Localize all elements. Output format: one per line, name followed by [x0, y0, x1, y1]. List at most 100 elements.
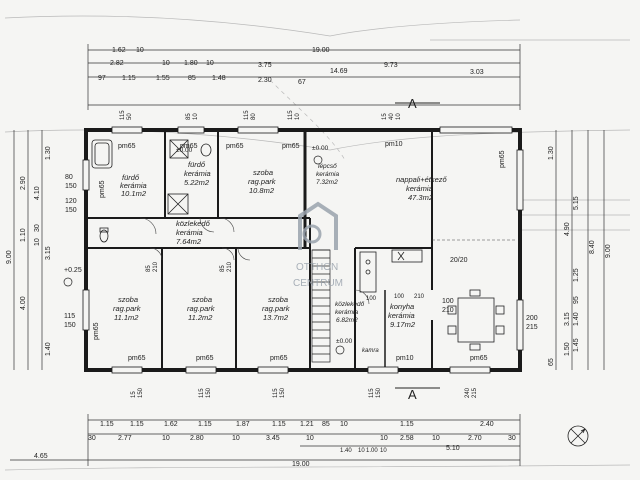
svg-text:11.2m2: 11.2m2	[188, 313, 213, 322]
svg-text:rag.park: rag.park	[113, 304, 142, 313]
svg-text:9.17m2: 9.17m2	[390, 320, 416, 329]
room-label-furdo2: fürdő kerámia 5.22m2	[184, 160, 211, 187]
top-dim-row2-3: 10	[206, 60, 214, 67]
top-dim-row3-0: 97	[98, 75, 106, 82]
top-dim-row4-7: 10	[295, 113, 301, 120]
door-swings	[139, 217, 370, 305]
room-label-szoba-top: szoba rag.park 10.8m2	[248, 168, 277, 195]
opening-label-8: 150	[64, 322, 76, 329]
top-dim-row3-2: 1.55	[156, 75, 170, 82]
top-dim-row2-4: 3.75	[258, 62, 272, 69]
opening-label-1: 80	[65, 174, 73, 181]
opening-label-9: 200	[526, 315, 538, 322]
bottom-dim-row2-6: 1.21	[300, 421, 314, 428]
bottom-dim-row1-2: 115	[199, 388, 205, 398]
right-dim-8: 3.15	[564, 312, 571, 326]
bottom-dim-row1-1: 150	[138, 387, 144, 398]
right-dim-0: 1.30	[548, 146, 555, 160]
svg-text:fürdő: fürdő	[122, 173, 140, 182]
bottom-dim-row4-3: 10	[380, 448, 387, 454]
svg-text:10.8m2: 10.8m2	[249, 186, 275, 195]
left-dim-5: 9.00	[6, 250, 13, 264]
top-dim-row4-4: 115	[244, 110, 250, 120]
bottom-dim-row2-5: 1.15	[272, 421, 286, 428]
svg-text:kerámia: kerámia	[184, 169, 211, 178]
bottom-dim-row2-7: 85	[322, 421, 330, 428]
level-label-1: ±0.00	[176, 147, 193, 154]
right-dim-6: 95	[573, 296, 580, 304]
top-dim-row2-2: 1.80	[184, 60, 198, 67]
top-dim-row4-8: 15	[382, 113, 388, 120]
svg-text:konyha: konyha	[390, 302, 414, 311]
svg-text:kerámia: kerámia	[120, 181, 147, 190]
room-label-szoba1: szoba rag.park 11.1m2	[113, 295, 142, 322]
bottom-dim-row1-9: 215	[472, 387, 478, 398]
bottom-dim-row1-0: 15	[131, 391, 137, 398]
right-dim-1: 5.15	[573, 196, 580, 210]
svg-text:lépcső: lépcső	[318, 163, 337, 170]
svg-text:szoba: szoba	[118, 295, 138, 304]
svg-text:kerámia: kerámia	[388, 311, 415, 320]
svg-text:6.82m2: 6.82m2	[336, 317, 358, 324]
bottom-dimension-lines	[10, 414, 521, 466]
svg-text:7.32m2: 7.32m2	[316, 179, 338, 186]
top-dim-row4-0: 115	[120, 110, 126, 120]
north-arrow-icon	[567, 425, 589, 447]
left-dim-0: 1.30	[45, 146, 52, 160]
svg-text:rag.park: rag.park	[262, 304, 291, 313]
top-dim-row2-5: 14.69	[330, 68, 348, 75]
opening-label-10: 215	[526, 324, 538, 331]
pm-label-1: pm65	[118, 143, 136, 150]
top-dim-row1-0: 1.62	[112, 47, 126, 54]
level-symbol	[63, 155, 345, 355]
level-label-4: ±0.00	[336, 338, 353, 345]
room-label-szoba3: szoba rag.park 13.7m2	[262, 295, 291, 322]
svg-text:13.7m2: 13.7m2	[263, 313, 289, 322]
left-dim-8: 30	[34, 224, 41, 232]
top-dim-row2-1: 10	[162, 60, 170, 67]
svg-text:10.1m2: 10.1m2	[121, 189, 147, 198]
svg-text:fürdő: fürdő	[188, 160, 206, 169]
pm-label-9: pm65	[128, 355, 146, 362]
bottom-dim-row4-0: 1.40	[340, 448, 352, 454]
opening-label-6: 210	[442, 307, 454, 314]
pm-label-7: pm65	[499, 150, 506, 168]
pm-label-13: pm65	[470, 355, 488, 362]
svg-text:kerámia: kerámia	[406, 184, 433, 193]
svg-text:szoba: szoba	[268, 295, 288, 304]
room-label-nappali: nappali+étkező kerámia 47.3m2	[396, 175, 447, 202]
top-dim-row4-3: 10	[193, 113, 199, 120]
svg-text:nappali+étkező: nappali+étkező	[396, 175, 447, 184]
bottom-dim-row1-3: 150	[206, 387, 212, 398]
top-dim-row2-0: 2.82	[110, 60, 124, 67]
bottom-dim-row3-5: 3.45	[266, 435, 280, 442]
bottom-dim-row3-2: 10	[162, 435, 170, 442]
pm-label-2: pm65	[180, 143, 198, 150]
top-dimension-lines	[87, 44, 521, 110]
bottom-dim-row3-1: 2.77	[118, 435, 132, 442]
room-label-konyha: konyha kerámia 9.17m2	[388, 302, 416, 329]
right-dim-5: 1.25	[573, 268, 580, 282]
top-dim-row4-9: 40	[389, 113, 395, 120]
room-label-kamra: kamra	[362, 348, 379, 354]
bottom-dim-row3-3: 2.80	[190, 435, 204, 442]
left-dim-2: 4.10	[34, 186, 41, 200]
bottom-dim-row3-4: 10	[232, 435, 240, 442]
top-dim-row3-4: 1.48	[212, 75, 226, 82]
dining-table	[447, 289, 505, 351]
bottom-dim-row2-9: 1.15	[400, 421, 414, 428]
top-dim-row1-2: 19.00	[312, 47, 330, 54]
right-dim-9: 1.50	[564, 342, 571, 356]
top-dim-row3-3: 85	[188, 75, 196, 82]
opening-label-11: 85	[146, 265, 152, 272]
left-dim-6: 4.00	[20, 296, 27, 310]
room-label-lepcso: lépcső kerámia 7.32m2	[316, 163, 340, 186]
svg-text:11.1m2: 11.1m2	[114, 313, 139, 322]
level-label-2: ±0.00	[312, 145, 329, 152]
opening-label-13: 85	[220, 265, 226, 272]
top-dim-row3-1: 1.15	[122, 75, 136, 82]
svg-text:kerámia: kerámia	[335, 309, 359, 316]
opening-label-16: 210	[414, 294, 425, 300]
opening-label-15: 100	[394, 294, 405, 300]
